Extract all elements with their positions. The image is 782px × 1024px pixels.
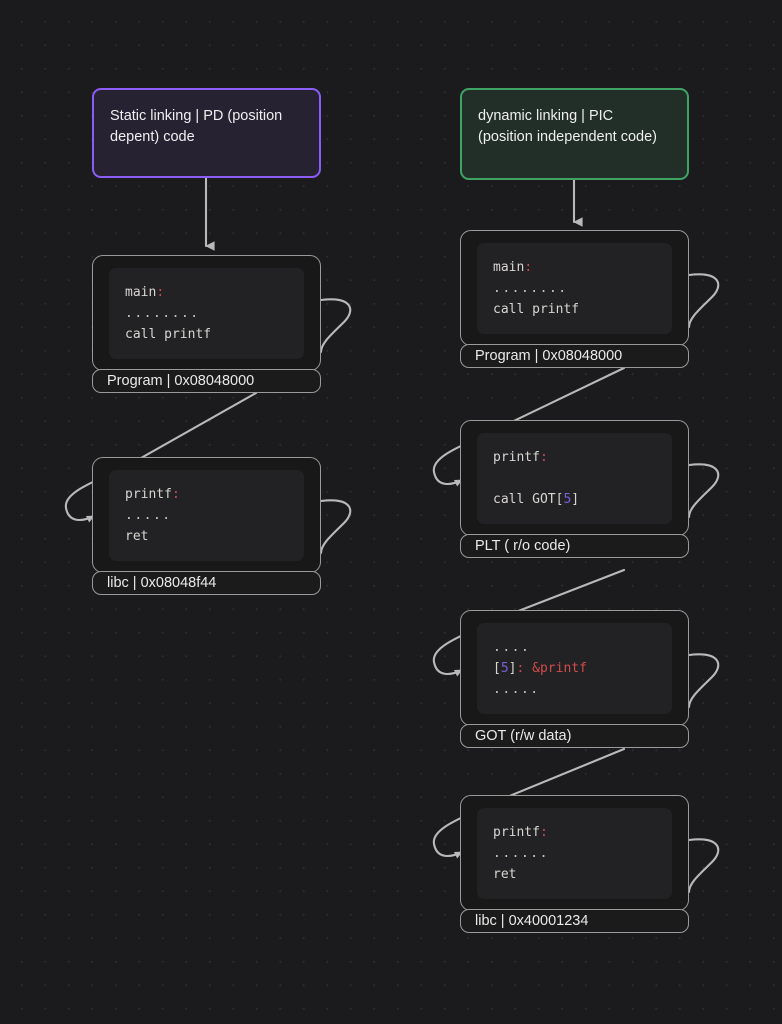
caption-right-program-label: Program | 0x08048000: [475, 348, 623, 364]
node-left-program-block[interactable]: main: ........ call printf: [92, 255, 321, 371]
caption-right-program[interactable]: Program | 0x08048000: [460, 344, 689, 368]
code-symbol-ref: &printf: [524, 660, 587, 676]
code-label: main: [125, 284, 157, 300]
code-index: 5: [563, 491, 572, 507]
caption-right-libc-label: libc | 0x40001234: [475, 913, 589, 929]
code-colon: :: [524, 259, 533, 275]
code-index: 5: [500, 660, 509, 676]
header-dynamic-linking-label: dynamic linking | PIC (position independ…: [478, 108, 657, 145]
node-right-libc-block[interactable]: printf: ...... ret: [460, 795, 689, 911]
code-instruction: call printf: [125, 326, 212, 342]
code-instruction: call printf: [493, 301, 580, 317]
caption-left-libc[interactable]: libc | 0x08048f44: [92, 571, 321, 595]
code-left-program: main: ........ call printf: [109, 267, 304, 359]
caption-left-program-label: Program | 0x08048000: [107, 373, 255, 389]
code-bracket-open: [: [493, 660, 501, 676]
edge-right-got-loop: [687, 653, 720, 709]
code-right-libc: printf: ...... ret: [477, 807, 672, 899]
code-instruction: ret: [493, 866, 517, 882]
header-static-linking[interactable]: Static linking | PD (position depent) co…: [92, 88, 321, 178]
edge-right-program-loop: [687, 273, 720, 329]
code-colon: :: [171, 486, 180, 502]
node-right-got-block[interactable]: .... [5]: &printf .....: [460, 610, 689, 726]
code-instruction-post: ]: [571, 491, 580, 507]
code-colon: :: [516, 660, 525, 676]
code-label: printf: [125, 486, 172, 502]
code-dots: .....: [125, 507, 172, 523]
code-dots: ........: [125, 305, 200, 321]
code-colon: :: [539, 824, 548, 840]
edge-left-libc-loop: [319, 499, 352, 555]
code-right-got: .... [5]: &printf .....: [477, 622, 672, 714]
caption-right-libc[interactable]: libc | 0x40001234: [460, 909, 689, 933]
code-right-plt: printf: call GOT[5]: [477, 432, 672, 524]
node-right-plt-block[interactable]: printf: call GOT[5]: [460, 420, 689, 536]
node-right-program-block[interactable]: main: ........ call printf: [460, 230, 689, 346]
caption-right-got[interactable]: GOT (r/w data): [460, 724, 689, 748]
caption-right-plt-label: PLT ( r/o code): [475, 538, 571, 554]
code-instruction-pre: call GOT[: [493, 491, 564, 507]
caption-right-got-label: GOT (r/w data): [475, 728, 572, 744]
caption-left-libc-label: libc | 0x08048f44: [107, 575, 217, 591]
code-label: main: [493, 259, 525, 275]
code-label: printf: [493, 824, 540, 840]
code-dots-top: ....: [493, 639, 531, 655]
code-dots-bottom: .....: [493, 681, 540, 697]
caption-right-plt[interactable]: PLT ( r/o code): [460, 534, 689, 558]
code-left-libc: printf: ..... ret: [109, 469, 304, 561]
code-instruction: ret: [125, 528, 149, 544]
code-label: printf: [493, 449, 540, 465]
header-dynamic-linking[interactable]: dynamic linking | PIC (position independ…: [460, 88, 689, 180]
code-right-program: main: ........ call printf: [477, 242, 672, 334]
code-colon: :: [156, 284, 165, 300]
code-dots: ......: [493, 845, 549, 861]
code-bracket-close: ]: [508, 660, 517, 676]
edge-right-libc-loop: [687, 838, 720, 894]
caption-left-program[interactable]: Program | 0x08048000: [92, 369, 321, 393]
header-static-linking-label: Static linking | PD (position depent) co…: [110, 108, 283, 145]
code-colon: :: [539, 449, 548, 465]
code-blank-line: [493, 468, 656, 489]
node-left-libc-block[interactable]: printf: ..... ret: [92, 457, 321, 573]
edge-left-program-loop: [319, 298, 352, 354]
edge-right-plt-loop: [687, 463, 720, 519]
code-dots: ........: [493, 280, 568, 296]
